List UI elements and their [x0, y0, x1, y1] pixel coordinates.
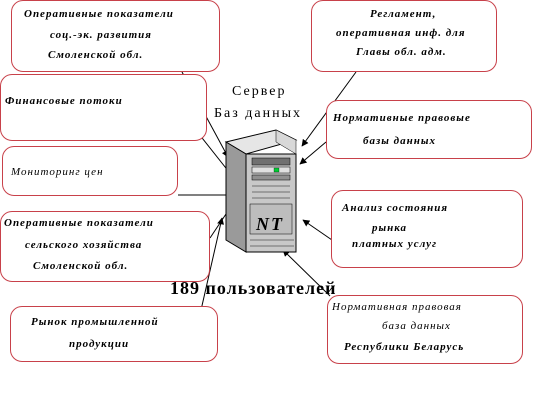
arrow-belarus — [282, 249, 331, 297]
box-text: Республики Беларусь — [344, 341, 465, 353]
server-title-line2: Баз данных — [214, 106, 303, 121]
box-text: база данных — [382, 320, 451, 332]
box-belarus-normative-db: Нормативная правовая база данных Республ… — [327, 295, 523, 364]
box-text: Регламент, — [370, 8, 437, 20]
server-title-line1: Сервер — [232, 84, 287, 99]
box-text: Смоленской обл. — [48, 49, 144, 61]
box-text: Финансовые потоки — [5, 95, 123, 107]
box-text: базы данных — [363, 135, 436, 147]
box-regional-indicators: Оперативные показатели соц.-эк. развития… — [11, 0, 220, 72]
server-nt-badge: NT — [256, 214, 284, 234]
box-regulations: Регламент, оперативная инф. для Главы об… — [311, 0, 497, 72]
box-text: Смоленской обл. — [33, 260, 129, 272]
box-text: Оперативные показатели — [24, 8, 174, 20]
box-text: Оперативные показатели — [4, 217, 154, 229]
box-agriculture-indicators: Оперативные показатели сельского хозяйст… — [0, 211, 210, 282]
users-count-label: 189 пользователей — [170, 278, 337, 298]
server-icon — [224, 129, 298, 253]
arrow-norm-db — [299, 141, 327, 165]
box-text: Нормативные правовые — [333, 112, 471, 124]
box-normative-databases: Нормативные правовые базы данных — [326, 100, 532, 159]
box-text: платных услуг — [352, 238, 438, 250]
box-text: сельского хозяйства — [25, 239, 143, 251]
box-text: Рынок промышленной — [31, 316, 159, 328]
box-market-analysis: Анализ состояния рынка платных услуг — [331, 190, 523, 268]
box-text: рынка — [372, 222, 408, 234]
box-industrial-market: Рынок промышленной продукции — [10, 306, 218, 362]
box-text: Нормативная правовая — [332, 301, 462, 313]
arrow-market — [302, 219, 333, 241]
box-text: Анализ состояния — [342, 202, 449, 214]
box-text: Главы обл. адм. — [356, 46, 447, 58]
box-text: соц.-эк. развития — [50, 29, 152, 41]
box-finance-flows: Финансовые потоки — [0, 74, 207, 141]
box-text: Мониторинг цен — [11, 166, 104, 178]
box-price-monitoring: Мониторинг цен — [2, 146, 178, 196]
box-text: оперативная инф. для — [336, 27, 466, 39]
box-text: продукции — [69, 338, 130, 350]
